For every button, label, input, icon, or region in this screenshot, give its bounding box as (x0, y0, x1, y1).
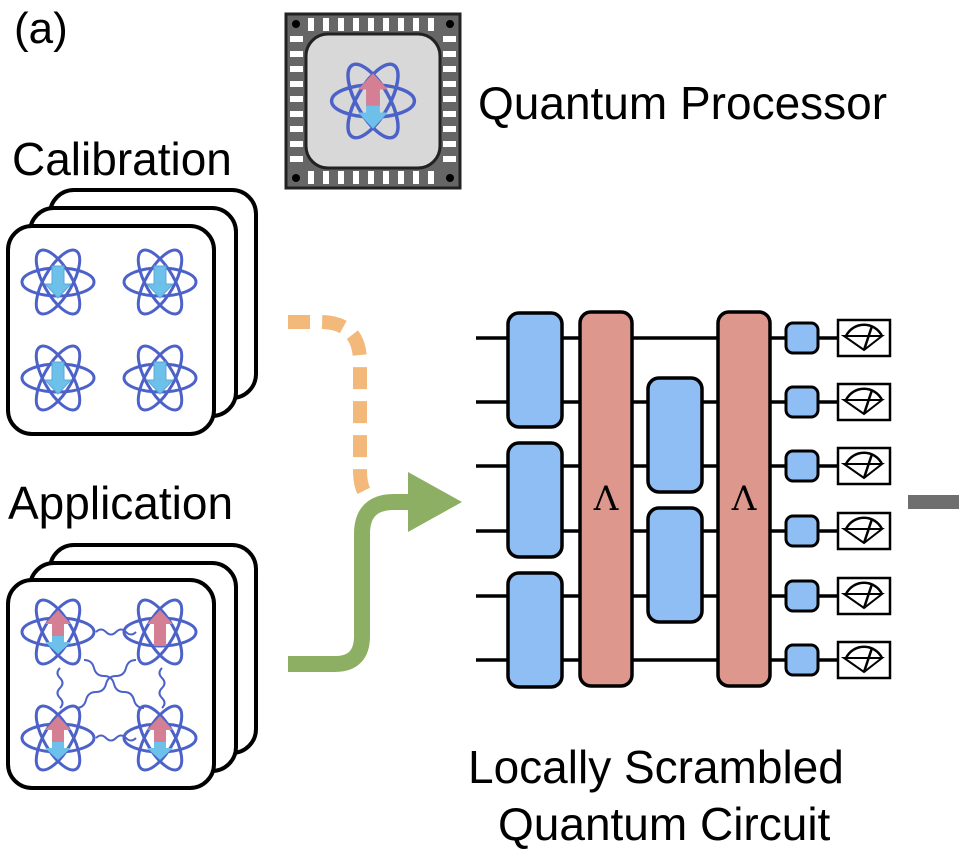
local-gate (506, 311, 564, 429)
lambda-layer-2: Λ (716, 310, 772, 688)
local-gate (646, 506, 704, 624)
calibration-label: Calibration (12, 133, 232, 185)
single-qubit-gate (784, 449, 820, 483)
application-arrow (288, 494, 412, 672)
quantum-chip-icon (284, 12, 462, 190)
single-qubit-gate (784, 321, 820, 355)
output-arrow (908, 495, 959, 509)
measurement-meter-icon (836, 318, 892, 358)
measurement-meters (836, 318, 892, 680)
measurement-meter-icon (836, 446, 892, 486)
lambda-layer-1: Λ (578, 310, 634, 688)
single-qubit-gate (784, 514, 820, 548)
application-qubits (20, 592, 198, 778)
application-label: Application (8, 477, 234, 529)
single-qubit-gate (784, 579, 820, 613)
single-qubit-gate (784, 385, 820, 419)
panel-label: (a) (14, 4, 68, 53)
entanglement-links (56, 628, 166, 742)
chip-pins (290, 18, 456, 184)
application-arrowhead (408, 472, 462, 532)
local-gate (506, 441, 564, 559)
lambda-symbol: Λ (731, 479, 757, 519)
calibration-stack (6, 188, 258, 436)
local-gates (506, 311, 704, 689)
application-stack (6, 543, 258, 790)
measurement-meter-icon (836, 511, 892, 551)
local-gate (506, 571, 564, 689)
local-gate (646, 376, 704, 494)
single-qubit-gates (784, 321, 820, 677)
circuit-label-line1: Locally Scrambled (468, 741, 844, 793)
measurement-meter-icon (836, 382, 892, 422)
lambda-symbol: Λ (593, 479, 619, 519)
single-qubit-gate (784, 643, 820, 677)
processor-label: Quantum Processor (478, 77, 888, 129)
measurement-meter-icon (836, 576, 892, 616)
circuit-label-line2: Quantum Circuit (498, 798, 831, 850)
calibration-arrow (288, 315, 375, 504)
measurement-meter-icon (836, 640, 892, 680)
